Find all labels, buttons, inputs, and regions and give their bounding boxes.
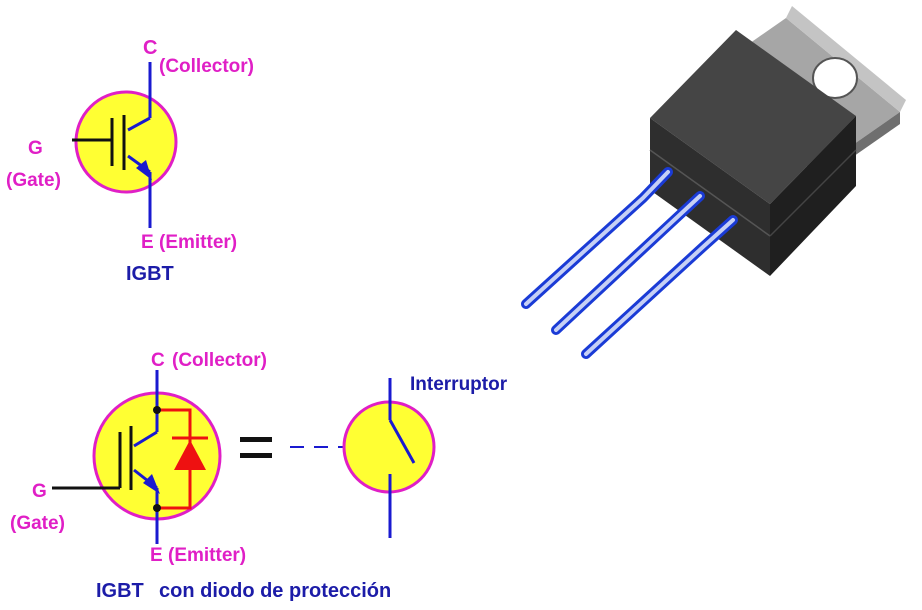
switch-symbol: Interruptor [342, 374, 508, 538]
equals-sign [240, 437, 272, 458]
igbt-diode-collector-letter: C [151, 350, 165, 371]
igbt-emitter-letter: E [141, 232, 154, 253]
igbt-diode-symbol: C (Collector) G (Gate) E (Emitter) IGBT … [10, 350, 391, 602]
igbt-diode-caption-rest: con diodo de protección [159, 580, 391, 602]
package-pins [521, 167, 738, 359]
diode-triangle [174, 440, 206, 470]
junction-dot-bottom [153, 504, 161, 512]
igbt-diode-caption-prefix: IGBT [96, 580, 144, 602]
igbt-emitter-name: (Emitter) [159, 232, 237, 253]
igbt-symbol: C (Collector) G (Gate) E (Emitter) IGBT [6, 37, 254, 285]
package-body-front [650, 118, 770, 276]
package-body-seam-side [769, 149, 857, 237]
igbt-circle [74, 90, 178, 194]
package-mounting-hole [812, 57, 858, 99]
igbt-diode-emitter-letter: E [150, 545, 163, 566]
igbt-collector-letter: C [143, 37, 157, 59]
switch-label: Interruptor [410, 374, 508, 395]
igbt-diode-gate-name: (Gate) [10, 513, 65, 534]
igbt-collector-diagonal [127, 116, 151, 132]
igbt-gate-letter: G [28, 138, 43, 159]
igbt-emitter-arrow [136, 160, 152, 180]
junction-dot-top [153, 406, 161, 414]
switch-blade [388, 419, 416, 464]
igbt-gate-name: (Gate) [6, 170, 61, 191]
igbt-package [521, 6, 906, 359]
igbt-diode-emitter-name: (Emitter) [168, 545, 246, 566]
igbt-diode-collector-diagonal [133, 430, 158, 448]
igbt-collector-name: (Collector) [159, 56, 254, 77]
igbt-caption: IGBT [126, 263, 174, 285]
package-body-side [770, 116, 856, 276]
package-body-top [650, 30, 856, 204]
package-tab-top [786, 6, 906, 112]
igbt-diode-gate-letter: G [32, 481, 47, 502]
package-body-seam [649, 149, 771, 237]
igbt-diode-collector-name: (Collector) [172, 350, 267, 371]
